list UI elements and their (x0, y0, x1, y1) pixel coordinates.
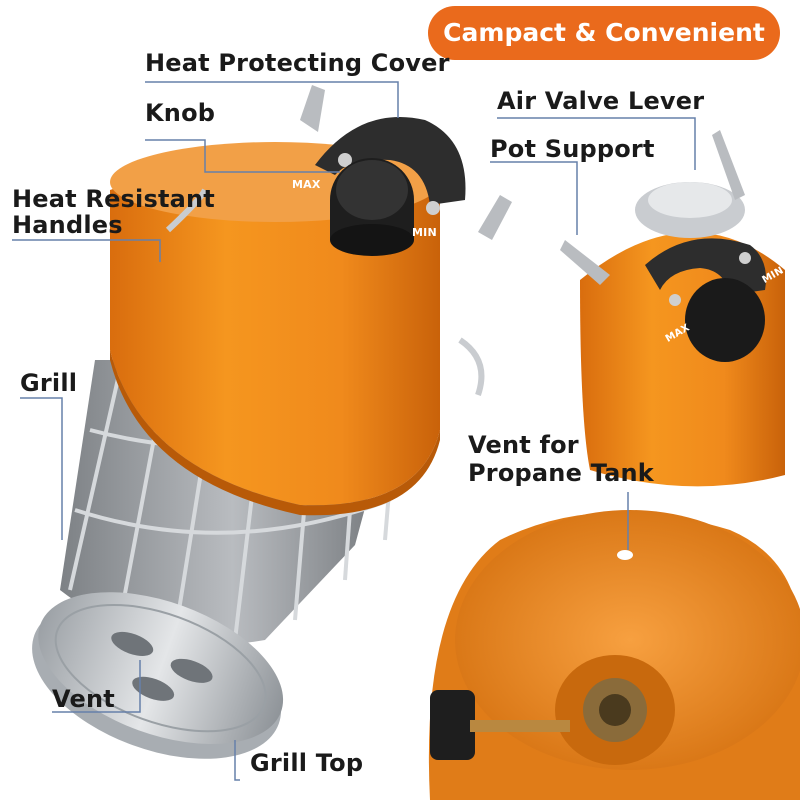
inside-knob (430, 690, 475, 760)
label-vent-propane-line2: Propane Tank (468, 459, 654, 487)
screw-right (426, 201, 440, 215)
label-vent-propane-line1: Vent for (468, 431, 579, 459)
leader-lines (12, 81, 696, 781)
label-vent: Vent (52, 685, 115, 713)
pot-support-left (300, 85, 325, 132)
dial-min-label: MIN (412, 226, 437, 239)
pot-support-right (478, 195, 512, 240)
grill-top-plate (32, 592, 284, 759)
label-knob: Knob (145, 99, 216, 127)
title-badge: Campact & Convenient (428, 6, 780, 60)
handle-right (458, 337, 485, 396)
inside-view-heater (428, 510, 800, 800)
dial-max-label: MAX (292, 178, 321, 191)
label-heat-resistant-line1: Heat Resistant (12, 185, 215, 213)
handle-left (165, 188, 208, 233)
main-heater (32, 85, 512, 759)
heat-cover-shape (315, 117, 466, 205)
label-pot-support: Pot Support (490, 135, 655, 163)
screw-left (338, 153, 352, 167)
label-grill: Grill (20, 369, 78, 397)
propane-vent-hole (617, 550, 633, 560)
top-view-heater (560, 130, 785, 487)
top-view-knob (685, 278, 765, 362)
label-heat-protecting-cover: Heat Protecting Cover (145, 49, 450, 77)
label-heat-resistant-line2: Handles (12, 211, 123, 239)
label-grill-top: Grill Top (250, 749, 364, 777)
label-air-valve-lever: Air Valve Lever (497, 87, 705, 115)
